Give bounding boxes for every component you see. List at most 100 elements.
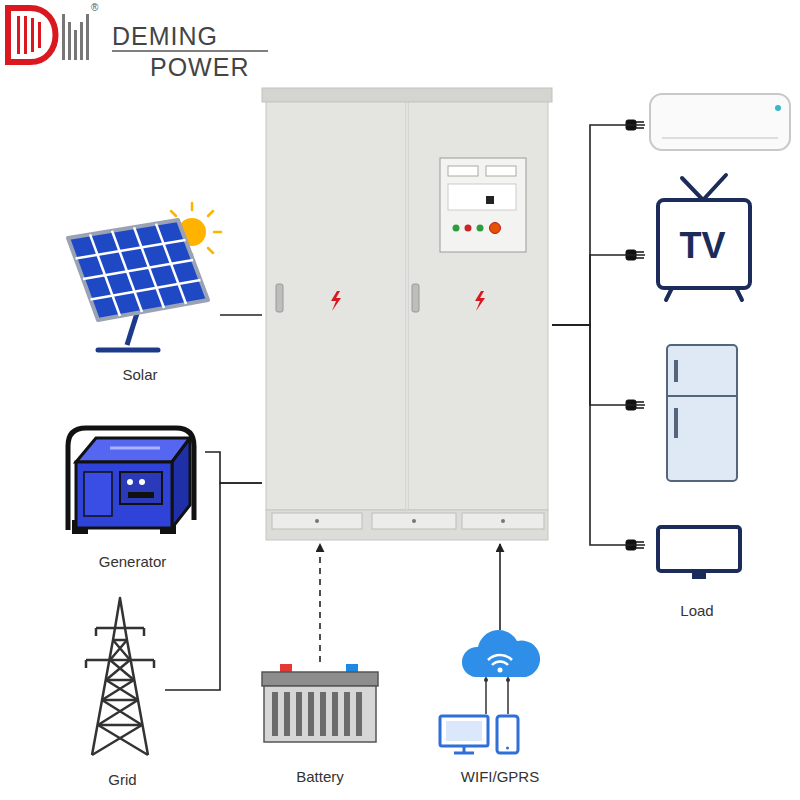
air-conditioner-icon-part <box>775 105 781 111</box>
power-cabinet-part <box>453 225 460 232</box>
logo-mark-part <box>8 8 56 62</box>
connector-line <box>220 314 262 316</box>
cloud-network-icon-part <box>446 721 482 741</box>
cloud-network-icon-part <box>497 716 518 753</box>
power-cabinet-part <box>266 102 406 510</box>
cloud-network-icon-part <box>485 677 487 714</box>
generator-icon-part <box>172 438 190 528</box>
connector-line <box>552 255 645 325</box>
cloud-network-icon-part <box>463 746 466 752</box>
cloud-network-icon-part <box>440 716 488 746</box>
battery-storage: Battery <box>255 662 385 787</box>
plug-symbols-part <box>636 547 644 549</box>
solar-panel-icon-part-part <box>83 260 193 279</box>
power-cabinet-part <box>272 513 362 529</box>
solar-panel-icon-part-part <box>90 234 120 316</box>
air-conditioner-icon-part <box>650 94 790 150</box>
connector-line <box>499 544 501 630</box>
solar-panel-icon <box>68 203 221 350</box>
plug-symbols-part <box>636 251 644 253</box>
grid-source: Grid <box>80 590 165 790</box>
group-caption: Load <box>667 602 727 619</box>
solar-panel-icon-part <box>178 218 206 246</box>
battery-icon-part-part <box>308 692 314 736</box>
generator-icon-part <box>139 479 145 485</box>
registered-mark: ® <box>91 2 98 13</box>
generator-icon-part <box>120 472 162 504</box>
node-caption: TV <box>645 226 760 266</box>
logo-mark <box>8 8 89 62</box>
brand-name: DEMING <box>112 22 218 51</box>
solar-panel-icon-part-part <box>91 280 201 300</box>
cloud-network-icon-part <box>506 747 509 750</box>
solar-panel-icon-part-part <box>191 254 194 261</box>
power-cabinet-part <box>372 513 456 529</box>
battery-icon-part-part <box>284 692 290 736</box>
battery-icon-part <box>272 692 362 736</box>
fridge-icon-part <box>674 360 678 382</box>
battery-icon-part-part <box>356 692 362 736</box>
power-cabinet-part <box>448 166 478 176</box>
power-cabinet-part <box>477 225 484 232</box>
generator-icon-part <box>72 520 88 534</box>
generator-icon-part <box>127 479 133 485</box>
plug-symbols-part <box>626 540 636 550</box>
plug-symbols-part <box>636 541 644 543</box>
fridge-icon-part <box>674 408 678 438</box>
battery-icon-part <box>264 686 376 742</box>
power-cabinet-part <box>440 158 526 252</box>
plug-symbols-part <box>626 400 636 410</box>
load-appliance <box>645 340 745 485</box>
grid-tower-icon <box>86 598 154 755</box>
tv-icon-part <box>666 288 672 300</box>
node-caption: Solar <box>60 366 220 384</box>
connector-line <box>165 483 262 690</box>
solar-panel-icon-part <box>98 348 158 353</box>
power-cabinet-part <box>486 196 494 204</box>
tv-icon-part <box>682 178 703 200</box>
plug-symbols-part <box>626 250 636 260</box>
power-cabinet <box>262 88 552 540</box>
connector-line <box>552 325 645 405</box>
solar-panel-icon-part-part <box>191 203 194 210</box>
power-cabinet-part <box>490 223 501 234</box>
cloud-network-icon-part <box>488 655 512 660</box>
generator-icon-part <box>84 472 112 516</box>
cloud-network-icon-part <box>506 678 510 682</box>
monitor-icon <box>658 527 740 579</box>
power-cabinet-part <box>315 519 319 523</box>
logo-mark-part <box>17 16 20 54</box>
plug-symbols-part <box>636 401 644 403</box>
plug-symbols-part <box>626 120 636 130</box>
load-appliance <box>645 520 745 590</box>
air-conditioner-icon <box>650 94 790 150</box>
plug-symbols-part <box>636 127 644 129</box>
battery-icon-part <box>280 664 292 672</box>
power-cabinet-part <box>412 284 419 312</box>
logo-mark-part <box>80 22 83 60</box>
plug-symbols-part <box>636 407 644 409</box>
battery-icon-part-part <box>272 692 278 736</box>
solar-panel-icon-part-part <box>112 231 142 312</box>
node-caption: Battery <box>255 768 385 786</box>
logo-mark-part <box>31 18 34 52</box>
logo-mark-part <box>74 30 77 60</box>
node-caption: Grid <box>80 771 165 789</box>
generator-icon-part <box>128 492 154 498</box>
power-cabinet-part <box>331 291 341 311</box>
generator-icon-part <box>110 447 160 450</box>
solar-panel-icon-part-part <box>208 211 213 216</box>
monitor-icon-part <box>692 571 706 579</box>
battery-icon-part-part <box>296 692 302 736</box>
logo-mark-part <box>68 22 71 60</box>
brand-name: POWER <box>150 53 249 82</box>
power-cabinet-box <box>262 88 552 540</box>
solar-source: Solar <box>60 205 220 385</box>
logo-mark-part <box>86 14 89 60</box>
power-cabinet-part <box>408 102 548 510</box>
solar-panel-icon-part-part <box>214 231 221 234</box>
plug-symbols-part <box>636 121 644 123</box>
solar-panel-icon-part-part <box>163 231 170 234</box>
solar-panel-icon-part <box>163 203 221 261</box>
